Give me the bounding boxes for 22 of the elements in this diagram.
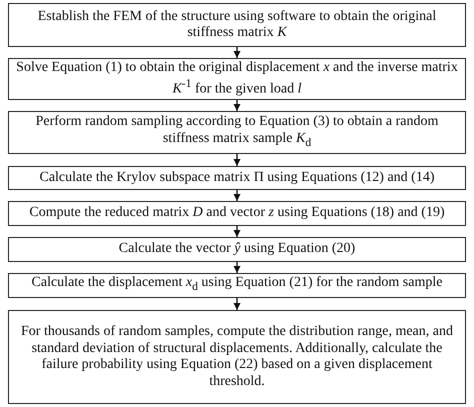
arrow bbox=[234, 47, 240, 58]
arrow bbox=[234, 298, 240, 310]
arrow bbox=[234, 226, 240, 237]
step-text: Calculate the displacement x$_{d}$ using Equation (21) for the random sample bbox=[32, 275, 442, 296]
step-text: Establish the FEM of the structure using software to obtain the original stiffness matrix K bbox=[36, 8, 438, 42]
step-text: Perform random sampling according to Equation (3) to obtain a random stiffness matrix sample K$_{d}$ bbox=[34, 114, 440, 150]
process-box bbox=[8, 237, 466, 262]
process-box bbox=[8, 166, 466, 190]
arrow bbox=[234, 190, 240, 201]
process-box bbox=[8, 310, 466, 404]
step-text: Calculate the Krylov subspace matrix Π using Equations (12) and (14) bbox=[39, 170, 434, 186]
step-text: For thousands of random samples, compute the distribution range, mean, and standard deviation of structural displacements. Additionally, calculate the failure probability using Equation (22) based on a given displacement threshold. bbox=[20, 324, 454, 390]
arrow bbox=[234, 154, 240, 166]
step-text: Solve Equation (1) to obtain the original displacement x and the inverse matrix K$^{-1}$ for the given load l bbox=[15, 60, 459, 98]
step-text: Compute the reduced matrix D and vector z using Equations (18) and (19) bbox=[29, 205, 445, 222]
process-box bbox=[8, 111, 466, 154]
arrow bbox=[234, 262, 240, 273]
arrow bbox=[234, 100, 240, 111]
step-text: Calculate the vector ŷ using Equation (20) bbox=[118, 241, 356, 258]
process-box bbox=[8, 3, 466, 47]
process-box bbox=[8, 273, 466, 298]
process-box bbox=[8, 201, 466, 226]
